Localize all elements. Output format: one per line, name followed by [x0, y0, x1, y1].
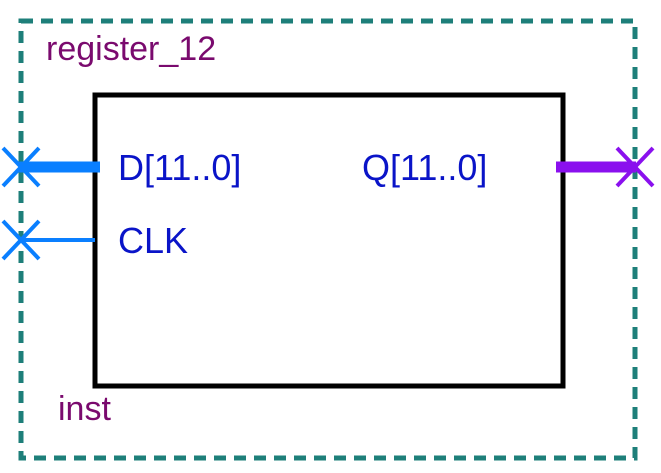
- register-block[interactable]: [92, 92, 566, 389]
- d-port-label: D[11..0]: [118, 147, 242, 188]
- clk-input-pin[interactable]: [1, 219, 95, 261]
- instance-label: inst: [58, 390, 111, 428]
- clk-port-label: CLK: [118, 220, 189, 261]
- q-port-label: Q[11..0]: [362, 147, 488, 188]
- q-output-pin[interactable]: [556, 146, 655, 188]
- q-pin-cross-b: [615, 146, 655, 188]
- clk-pin-cross-b: [1, 219, 41, 261]
- instance-name-label: register_12: [46, 30, 217, 68]
- d-input-pin[interactable]: [1, 146, 100, 188]
- d-pin-cross-b: [1, 146, 41, 188]
